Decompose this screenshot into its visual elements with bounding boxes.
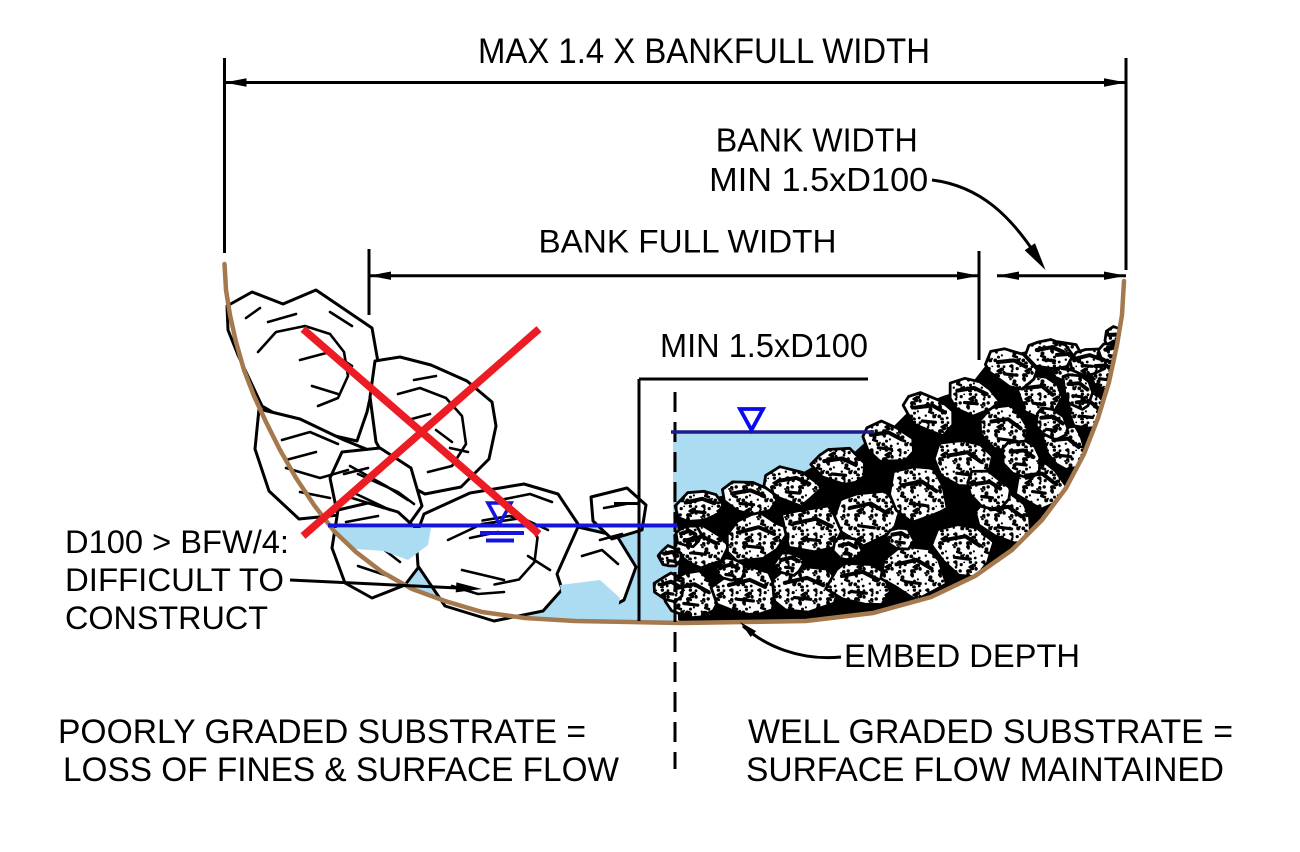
svg-text:SURFACE FLOW MAINTAINED: SURFACE FLOW MAINTAINED	[746, 751, 1224, 789]
svg-text:D100 > BFW/4:: D100 > BFW/4:	[65, 524, 289, 560]
svg-text:MAX 1.4 X BANKFULL WIDTH: MAX 1.4 X BANKFULL WIDTH	[478, 31, 930, 71]
svg-text:MIN 1.5xD100: MIN 1.5xD100	[709, 161, 928, 198]
svg-text:CONSTRUCT: CONSTRUCT	[65, 600, 268, 636]
svg-text:LOSS OF FINES & SURFACE FLOW: LOSS OF FINES & SURFACE FLOW	[63, 751, 619, 789]
svg-text:WELL GRADED SUBSTRATE =: WELL GRADED SUBSTRATE =	[748, 713, 1233, 751]
svg-text:EMBED DEPTH: EMBED DEPTH	[844, 638, 1080, 674]
svg-text:POORLY GRADED SUBSTRATE =: POORLY GRADED SUBSTRATE =	[58, 713, 586, 751]
svg-text:DIFFICULT TO: DIFFICULT TO	[65, 562, 284, 598]
svg-text:BANK FULL WIDTH: BANK FULL WIDTH	[539, 223, 837, 259]
svg-text:BANK WIDTH: BANK WIDTH	[716, 121, 918, 158]
svg-text:MIN 1.5xD100: MIN 1.5xD100	[660, 327, 868, 364]
